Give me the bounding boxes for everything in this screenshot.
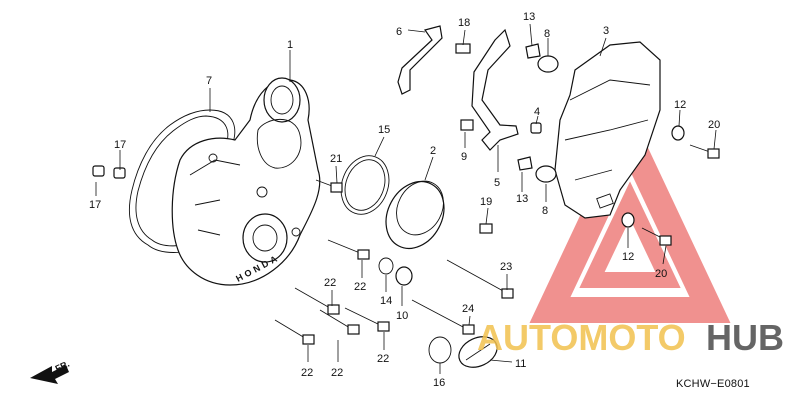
callout-label: 17: [89, 199, 101, 211]
cable-guide-bracket: [471, 28, 519, 151]
callout-labels: 1 2 3 4 5 6 7 8 8 9 10 11 12 12 13 13 14…: [89, 11, 720, 389]
callout-label: 11: [515, 358, 526, 370]
callout-label: 3: [603, 25, 609, 37]
sprocket-cover: [554, 41, 661, 219]
callout-label: 14: [380, 295, 392, 307]
left-crankcase-cover: HONDA: [171, 77, 321, 286]
crankshaft-cap-cover: [385, 180, 445, 250]
callout-label: 8: [544, 28, 550, 40]
small-hardware: [92, 43, 720, 368]
callout-label: 4: [534, 106, 540, 118]
callout-label: 12: [622, 251, 634, 263]
callout-label: 22: [354, 281, 366, 293]
callout-label: 20: [655, 268, 667, 280]
callout-label: 21: [330, 153, 342, 165]
callout-label: 9: [461, 151, 467, 163]
callout-label: 13: [523, 11, 535, 23]
callout-label: 10: [396, 310, 408, 322]
callout-label: 6: [396, 26, 402, 38]
watermark-brand-right: HUB: [706, 317, 784, 358]
callout-label: 13: [516, 193, 528, 205]
watermark-triangle: [529, 109, 731, 323]
callout-label: 12: [674, 99, 686, 111]
diagram-code: KCHW−E0801: [676, 378, 750, 390]
callout-label: 19: [480, 196, 492, 208]
callout-label: 7: [206, 75, 212, 87]
watermark-brand-left: AUTOMOTO: [477, 317, 686, 358]
callout-label: 22: [301, 367, 313, 379]
callout-label: 22: [324, 277, 336, 289]
watermark-logo: AUTOMOTO HUB: [477, 317, 784, 358]
callout-label: 24: [462, 303, 474, 315]
callout-label: 5: [494, 177, 500, 189]
wire-clamp-bracket: [397, 25, 443, 95]
callout-label: 8: [542, 205, 548, 217]
callout-leaders: [95, 23, 717, 374]
callout-label: 16: [433, 377, 445, 389]
callout-label: 22: [331, 367, 343, 379]
callout-label: 15: [378, 124, 390, 136]
callout-label: 1: [287, 39, 293, 51]
callout-label: 22: [377, 353, 389, 365]
callout-label: 17: [114, 139, 126, 151]
callout-label: 20: [708, 119, 720, 131]
front-arrow-marker: FR.: [30, 359, 71, 384]
callout-label: 18: [458, 17, 470, 29]
callout-label: 2: [430, 145, 436, 157]
o-ring-large: [340, 155, 390, 215]
callout-label: 23: [500, 261, 512, 273]
